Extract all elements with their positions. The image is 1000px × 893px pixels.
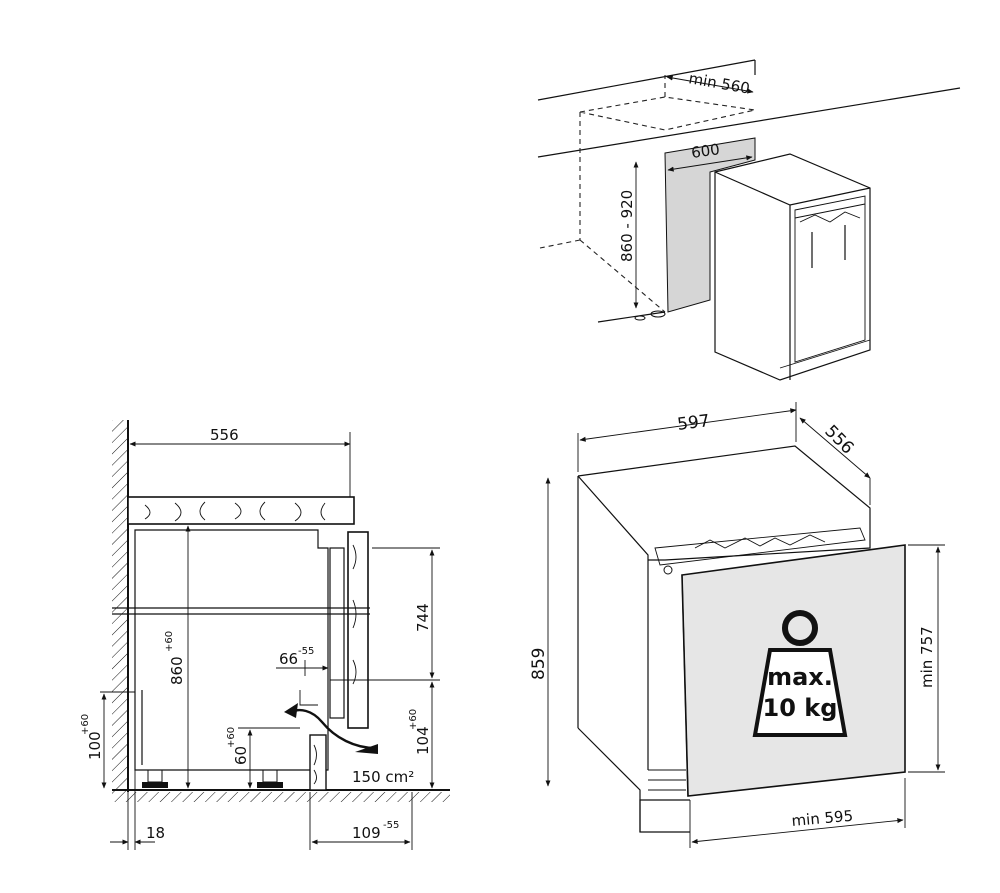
plinth-front bbox=[639, 799, 690, 832]
dim-860-label: 860 bbox=[168, 656, 186, 685]
niche-floor-dashed bbox=[539, 239, 581, 249]
dim-109-label: 109 bbox=[352, 824, 381, 842]
dim-860-tol: +60 bbox=[164, 631, 175, 652]
dim-109-tol: -55 bbox=[383, 820, 399, 831]
plinth bbox=[309, 734, 327, 791]
fridge-door bbox=[794, 195, 866, 363]
plinth-grain bbox=[313, 744, 317, 785]
dim-556-label: 556 bbox=[210, 426, 239, 444]
dim-104-tol: +60 bbox=[408, 709, 419, 730]
top-view: min 560 600 860 - 920 bbox=[537, 59, 961, 381]
vent-detail bbox=[299, 690, 318, 706]
niche-top-dashed bbox=[579, 96, 756, 131]
dim-104-label: 104 bbox=[414, 726, 432, 755]
dim-100-label: 100 bbox=[86, 731, 104, 760]
dim-597-line bbox=[579, 408, 797, 442]
dim-600-line bbox=[667, 155, 753, 172]
vent-arrow-tail bbox=[355, 744, 378, 754]
dim-min560-line bbox=[666, 75, 754, 94]
dim-60-tol: +60 bbox=[226, 727, 237, 748]
door-frame bbox=[329, 547, 345, 719]
weight-icon: max. 10 kg bbox=[752, 610, 848, 737]
front-view: max. 10 kg 597 556 859 min 757 min 595 bbox=[529, 402, 945, 848]
vent-arrow-path bbox=[289, 708, 376, 750]
countertop-grain bbox=[144, 501, 326, 522]
hinge-screw bbox=[663, 565, 673, 575]
dim-18-label: 18 bbox=[146, 824, 165, 842]
weight-line1: max. bbox=[767, 663, 833, 691]
door-left-edge bbox=[681, 574, 689, 797]
side-view: 556 860 +60 744 66 -55 100 +60 60 +60 10… bbox=[80, 420, 450, 850]
foot-back-pad bbox=[142, 782, 168, 788]
dim-66-label: 66 bbox=[279, 650, 298, 668]
foot-front-pad bbox=[257, 782, 283, 788]
fridge-handle-bar bbox=[794, 203, 866, 219]
cabinet-left-edge bbox=[577, 475, 649, 770]
vent-arrow-head bbox=[284, 703, 298, 718]
dim-min560-label: min 560 bbox=[687, 69, 751, 97]
dim-595-line bbox=[691, 818, 904, 844]
hinge-detail bbox=[694, 534, 826, 549]
hinge-rail bbox=[654, 527, 866, 566]
niche-panel bbox=[664, 137, 756, 313]
door-panel bbox=[347, 531, 369, 729]
cabinet-top bbox=[577, 445, 871, 561]
niche-floor-diag bbox=[579, 239, 666, 313]
cabinet-vent-grill bbox=[648, 769, 686, 801]
fridge-hinge-detail bbox=[799, 211, 861, 223]
fridge-outline bbox=[714, 153, 871, 381]
floor-line bbox=[597, 311, 666, 323]
foot-back bbox=[147, 769, 163, 783]
dim-66-tol: -55 bbox=[298, 646, 314, 657]
dim-556-label: 556 bbox=[820, 421, 857, 458]
countertop-top-edge bbox=[537, 59, 756, 101]
foot-front bbox=[262, 769, 278, 783]
dim-100-tol: +60 bbox=[80, 714, 91, 735]
dim-597-label: 597 bbox=[676, 411, 711, 435]
dim-556-line bbox=[799, 417, 871, 479]
foot-left bbox=[650, 310, 666, 318]
countertop-front-edge bbox=[537, 87, 961, 158]
dim-60-label: 60 bbox=[232, 746, 250, 765]
dim-744-label: 744 bbox=[414, 603, 432, 632]
dim-860-920-label: 860 - 920 bbox=[618, 190, 636, 262]
dim-600-label: 600 bbox=[690, 140, 721, 162]
fridge-plinth bbox=[779, 339, 871, 369]
dim-859-label: 859 bbox=[529, 648, 549, 680]
floor-hatch bbox=[112, 792, 450, 802]
wall-hatch bbox=[112, 420, 128, 792]
vent-area-label: 150 cm² bbox=[352, 768, 414, 786]
dim-595-label: min 595 bbox=[791, 807, 854, 830]
foot-front bbox=[634, 315, 646, 321]
weight-line2: 10 kg bbox=[763, 694, 838, 722]
dim-757-label: min 757 bbox=[918, 626, 936, 688]
